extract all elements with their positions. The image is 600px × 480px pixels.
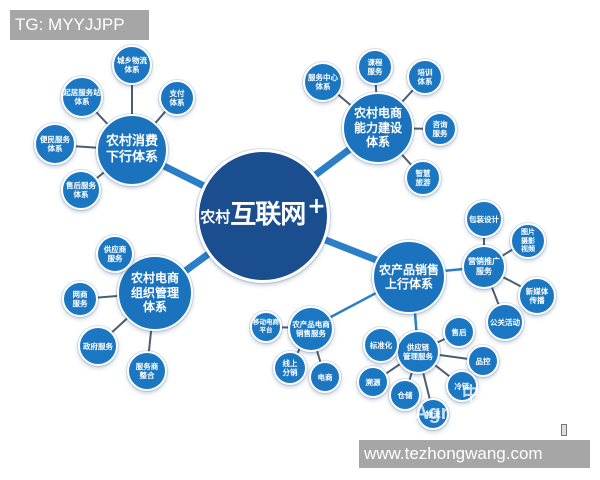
leaf-convenience-service: 便民服务 体系 — [34, 123, 76, 165]
hub-agri-sales-upstream: 农产品销售 上行体系 — [372, 240, 446, 314]
leaf-after-sales: 售后服务 体系 — [61, 170, 101, 210]
center-prefix: 农村 — [200, 208, 231, 227]
leaf-service-center: 服务中心 体系 — [303, 62, 343, 102]
leaf-urban-rural-logistics: 城乡物流 体系 — [112, 45, 152, 85]
center-node-rural-internet-plus: 农村 互联网 + — [196, 149, 330, 283]
leaf-net-merchant-service: 网商 服务 — [62, 281, 98, 317]
leaf-mobile-ecommerce-platform: 移动电商 平台 — [250, 311, 282, 343]
leaf-traceability: 溯源 — [357, 366, 389, 398]
leaf-living-service-station: 起居服务站 体系 — [61, 76, 103, 118]
watermark-bottom-right: www.tezhongwang.com — [359, 440, 590, 468]
subhub-ecommerce-sales: 农产品电商 销售服务 — [288, 306, 334, 352]
ghost-watermark-agr: Agr — [414, 402, 449, 424]
watermark-site-text: www.tezhongwang.com — [364, 444, 543, 463]
leaf-training: 培训 体系 — [407, 59, 443, 95]
leaf-service-provider-integration: 服务商 整合 — [127, 351, 167, 391]
ghost-watermark-zhong: 中 — [462, 384, 480, 404]
leaf-photo-video: 图片 摄影 视频 — [510, 223, 546, 259]
small-artifact-icon — [561, 424, 567, 436]
leaf-quality-control: 品控 — [467, 345, 499, 377]
leaf-logistics: 物流 — [417, 398, 449, 430]
leaf-payment: 支付 体系 — [159, 80, 195, 116]
leaf-smart-tourism: 智慧 旅游 — [405, 160, 441, 196]
leaf-consulting: 咨询 服务 — [423, 112, 457, 146]
leaf-government-service: 政府服务 — [78, 326, 118, 366]
leaf-supplier-service: 供应商 服务 — [96, 235, 134, 273]
leaf-online-distribution: 线上 分销 — [273, 351, 307, 385]
leaf-packaging-design: 包装设计 — [465, 200, 503, 238]
hub-organization-management: 农村电商 组织管理 体系 — [117, 255, 193, 331]
hub-capability-building: 农村电商 能力建设 体系 — [342, 92, 414, 164]
subhub-marketing-promotion: 营销推广 服务 — [462, 245, 506, 289]
center-main: 互联网 — [230, 200, 306, 231]
leaf-standardization: 标准化 — [363, 327, 399, 363]
subhub-supply-chain-management: 供应链 管理服务 — [396, 330, 440, 374]
watermark-tg-text: TG: MYYJJPP — [15, 15, 125, 34]
leaf-courses: 课程 服务 — [357, 49, 393, 85]
leaf-ecommerce: 电商 — [309, 361, 341, 393]
leaf-after-sales-supply: 售后 — [443, 316, 475, 348]
leaf-cold-chain: 冷链 — [446, 370, 478, 402]
plus-icon: + — [307, 194, 326, 220]
leaf-public-relations: 公关活动 — [486, 303, 524, 341]
hub-consumption: 农村消费 下行体系 — [96, 114, 168, 186]
leaf-warehousing: 仓储 — [389, 379, 421, 411]
leaf-new-media: 新媒体 传播 — [518, 277, 556, 315]
watermark-top-left: TG: MYYJJPP — [10, 10, 149, 40]
